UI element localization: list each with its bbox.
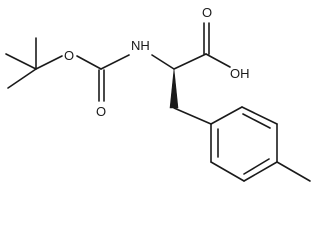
bond-alpha-to-acid-carbon: [173, 53, 207, 70]
bond-tbu-to-ester-oxygen: [35, 55, 63, 70]
tert-butyl-group: [5, 37, 63, 89]
bond-ch2-to-ring: [173, 107, 212, 125]
label-carbonyl-oxygen-boc: O: [96, 104, 106, 119]
bond-nh-to-alpha-carbon: [151, 54, 175, 70]
bond-ester-oxygen-to-carbonyl: [76, 55, 102, 70]
stereo-wedge-bond: [169, 68, 179, 109]
carboxylic-acid: [173, 22, 231, 70]
label-ester-oxygen: O: [64, 48, 74, 63]
bond-tbu-methyl-bottom: [7, 68, 37, 89]
label-amine: NH: [131, 38, 150, 53]
boc-carbamate: [76, 54, 130, 102]
label-hydroxyl: OH: [230, 66, 250, 81]
bond-acid-to-hydroxyl: [205, 53, 231, 68]
ring-bond-4: [243, 161, 278, 182]
ring-bond-1: [210, 106, 243, 125]
bond-carbonyl-to-nh: [100, 54, 130, 70]
ring-bond-2: [241, 106, 278, 125]
bond-tbu-methyl-left: [5, 53, 37, 70]
ring-inner-double-bottom: [243, 158, 270, 175]
ring-bond-5: [210, 161, 245, 182]
bond-para-methyl: [276, 161, 311, 182]
label-carbonyl-oxygen-acid: O: [202, 5, 212, 20]
structure-diagram: O O NH O OH: [5, 5, 311, 182]
ring-inner-double-top: [242, 113, 271, 129]
aromatic-ring: [210, 106, 278, 182]
